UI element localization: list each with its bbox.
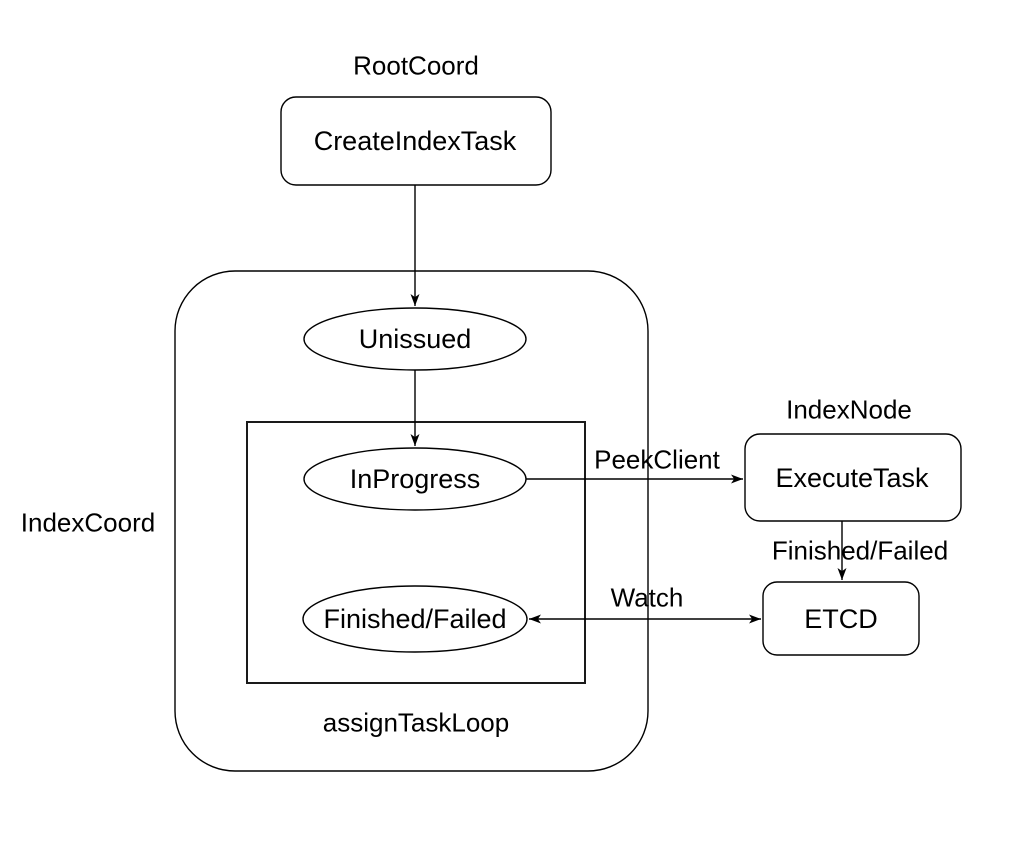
etcd-label: ETCD	[804, 603, 878, 634]
etcd-node	[762, 581, 920, 656]
peek-client-edge-label: PeekClient	[594, 444, 720, 475]
root-coord-label: RootCoord	[353, 50, 479, 81]
finished-failed-state-label: Finished/Failed	[323, 603, 507, 634]
finished-failed-edge-label: Finished/Failed	[771, 535, 949, 566]
watch-edge-label: Watch	[610, 582, 684, 613]
create-index-task-node	[280, 96, 552, 186]
in-progress-label: InProgress	[349, 463, 481, 494]
finished-failed-node	[302, 585, 528, 653]
execute-task-node	[744, 433, 962, 522]
unissued-label: Unissued	[358, 323, 472, 354]
index-coord-container	[174, 270, 649, 772]
assign-task-loop-container	[246, 421, 586, 684]
index-coord-label: IndexCoord	[20, 507, 156, 538]
execute-task-label: ExecuteTask	[775, 462, 929, 493]
create-index-task-label: CreateIndexTask	[313, 125, 517, 156]
assign-task-loop-label: assignTaskLoop	[322, 707, 510, 738]
index-node-label: IndexNode	[786, 394, 912, 425]
